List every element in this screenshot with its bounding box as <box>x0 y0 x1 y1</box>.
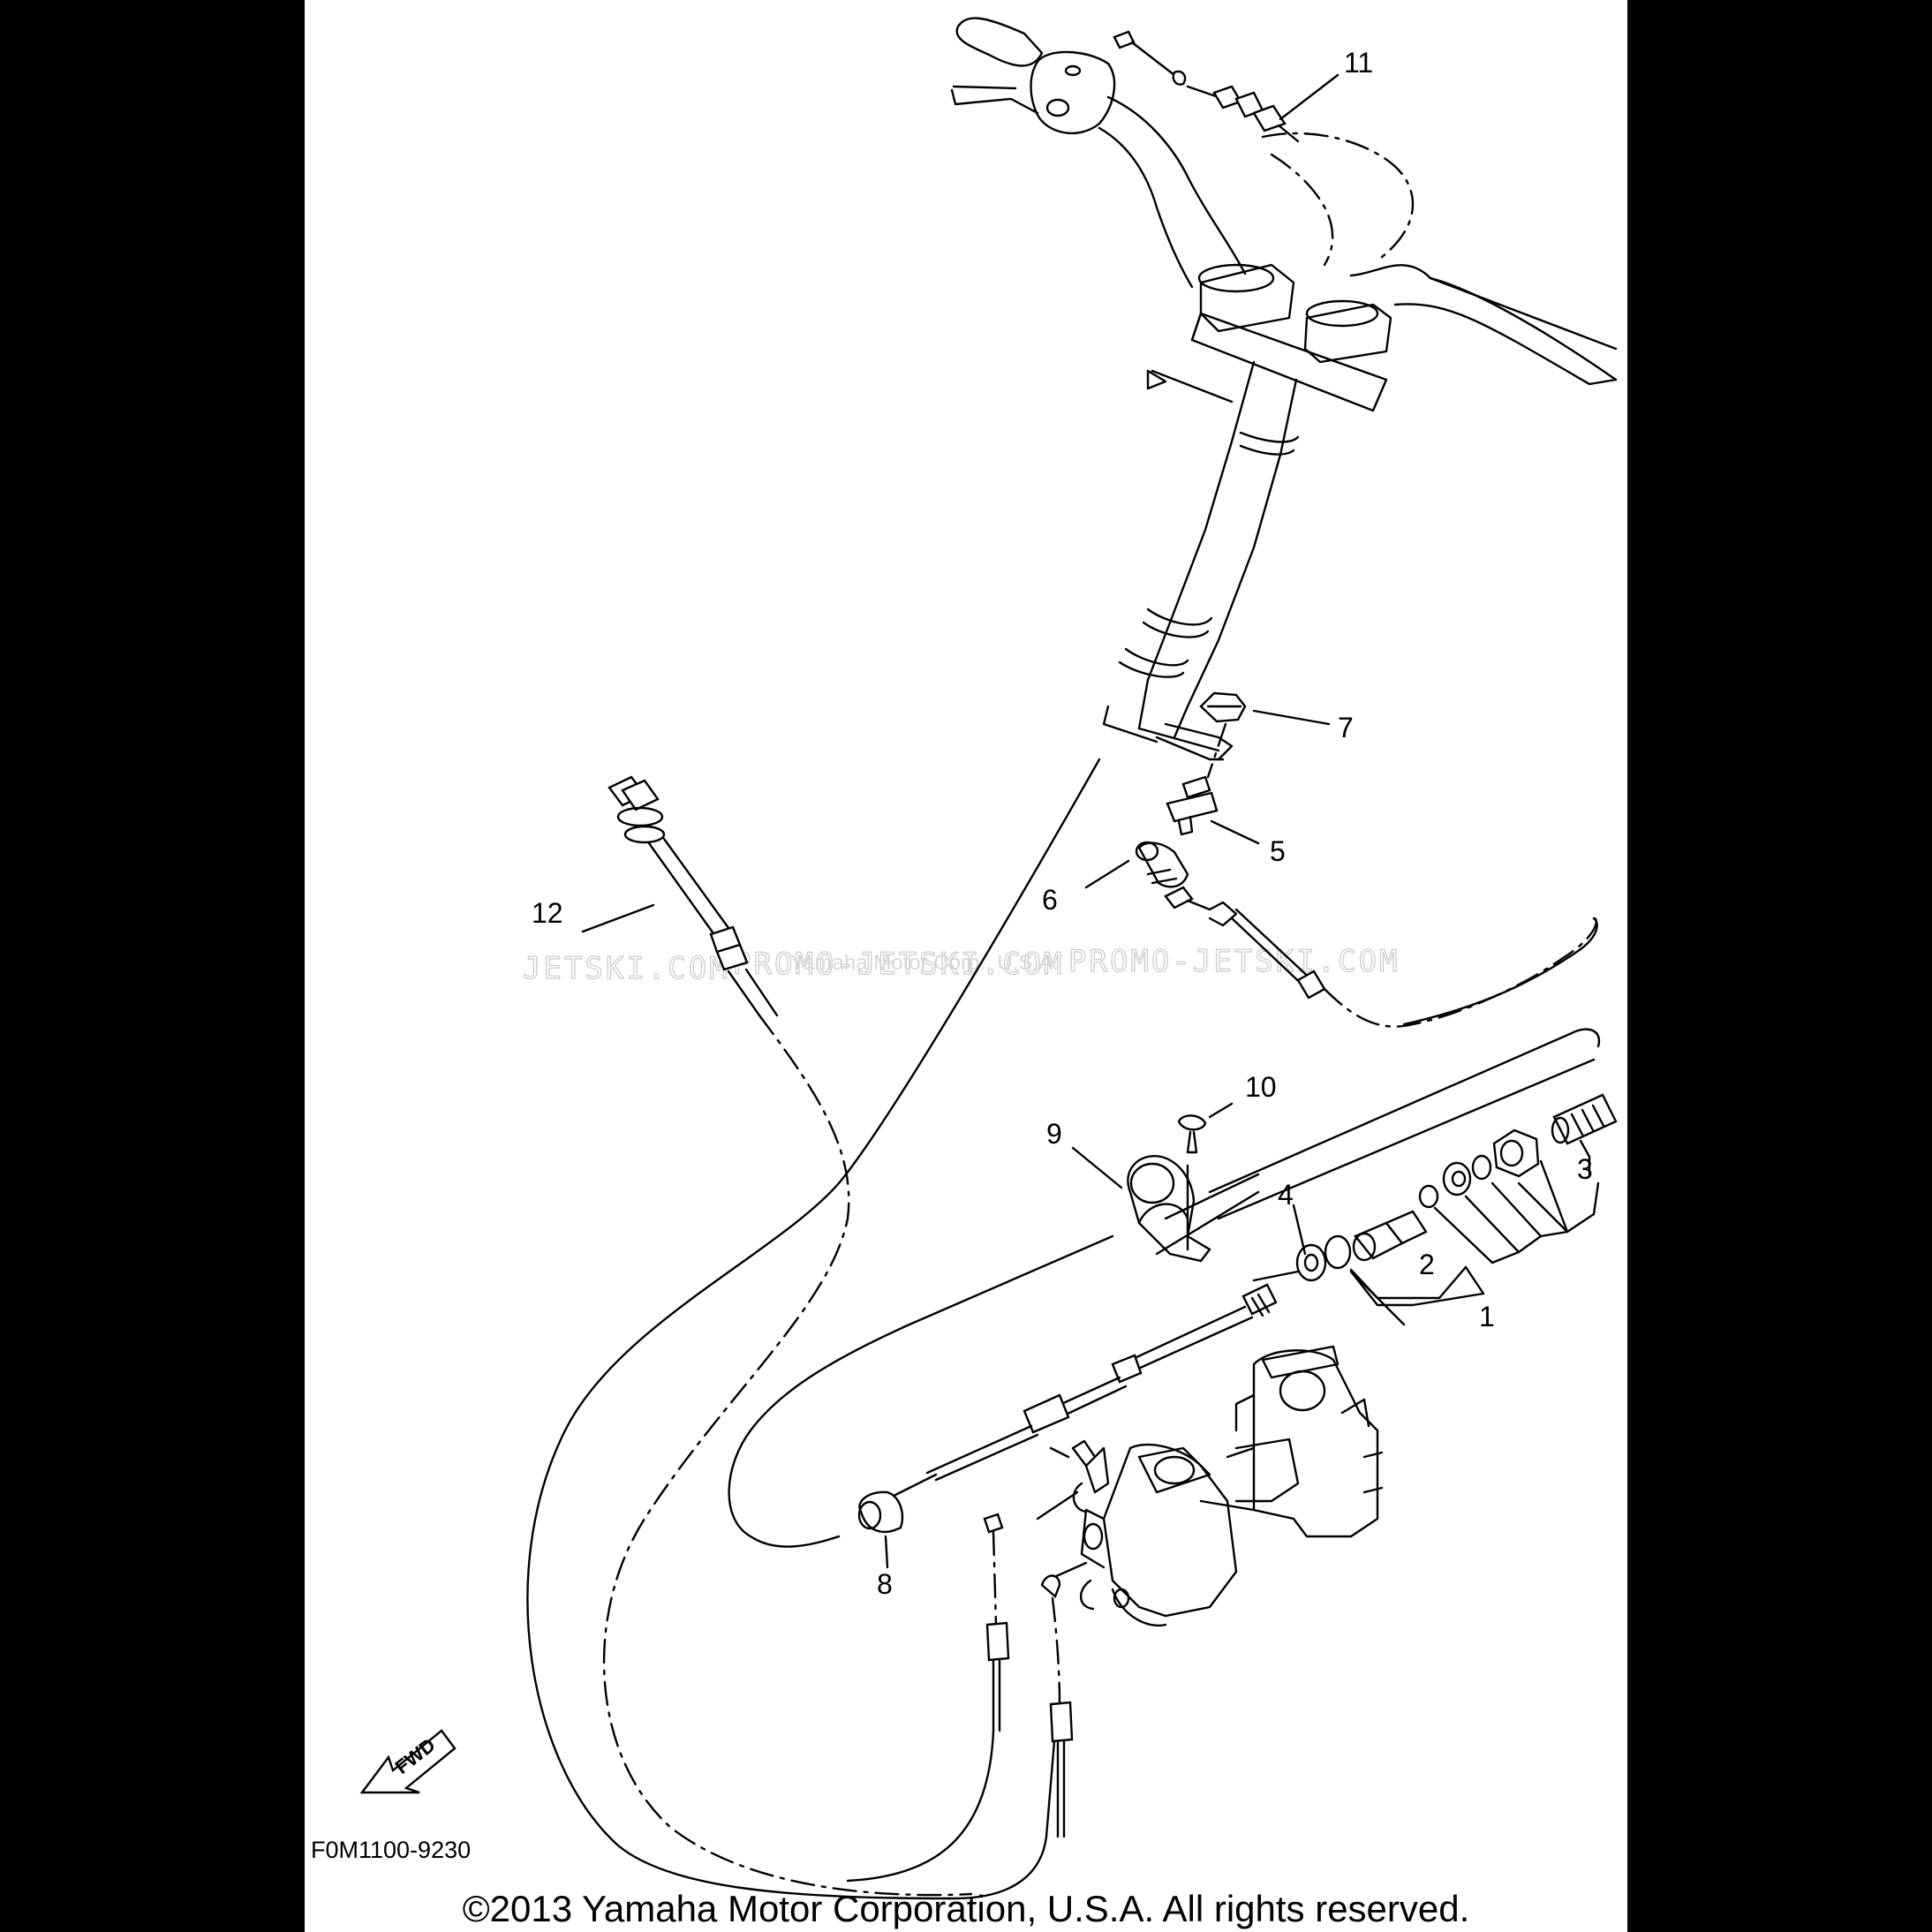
inner-cable: 8 <box>857 1283 1278 1600</box>
parts-sheet <box>305 0 1627 1932</box>
watermark-middle: PROMO-JETSKI.COM <box>733 947 1065 982</box>
callout-11: 11 <box>1344 47 1373 79</box>
switch-housing <box>1030 50 1116 135</box>
steering-column <box>1102 360 1300 761</box>
callout-8: 8 <box>877 1568 893 1600</box>
part-12-choke-cable: 12 <box>532 775 973 1897</box>
callout-7: 7 <box>1338 712 1354 743</box>
callout-3: 3 <box>1577 1153 1593 1185</box>
carburetor <box>1036 1345 1384 1627</box>
part-6-cap: 6 <box>1042 841 1598 1028</box>
bar-clamp-right <box>1303 303 1392 364</box>
part-9-clamp: 9 <box>1046 1118 1211 1263</box>
throttle-cable <box>526 758 1101 1900</box>
callout-6: 6 <box>1042 884 1058 916</box>
callout-2: 2 <box>1419 1249 1435 1280</box>
watermark-right: PROMO-JETSKI.COM <box>1068 944 1400 979</box>
outer-cable-loop <box>728 1234 1114 1548</box>
part-7-nut: 7 <box>1199 691 1354 779</box>
bar-clamp-left <box>1199 263 1295 333</box>
callout-9: 9 <box>1046 1118 1062 1150</box>
callout-1: 1 <box>1479 1301 1495 1332</box>
copyright-notice: ©2013 Yamaha Motor Corporation, U.S.A. A… <box>462 1888 1470 1929</box>
cable-fittings: 4 <box>1252 1093 1618 1332</box>
throttle-lever <box>950 88 1039 115</box>
part-5-stud: 5 <box>1166 775 1286 867</box>
part-10-screw: 10 <box>1177 1071 1277 1251</box>
steering-plate <box>1190 312 1388 412</box>
left-grip <box>955 17 1044 67</box>
part-11-cable: 11 <box>1113 30 1373 143</box>
fwd-arrow-icon: FWD <box>359 1729 457 1794</box>
carb-cables <box>846 1513 1074 1883</box>
callout-10: 10 <box>1245 1071 1277 1103</box>
handlebar-assembly <box>950 17 1618 412</box>
watermark: JETSKI.COM PROMO-JETSKI.COM Yamaha Motor… <box>522 943 1400 986</box>
watermark-left: JETSKI.COM <box>523 951 730 986</box>
callout-5: 5 <box>1270 835 1286 867</box>
callout-4: 4 <box>1278 1179 1294 1211</box>
watermark-small: Yamaha Motor Corp., U.S.A. <box>790 951 1059 975</box>
diagram-code: F0M1100-9230 <box>311 1837 471 1863</box>
callout-12: 12 <box>532 897 563 929</box>
